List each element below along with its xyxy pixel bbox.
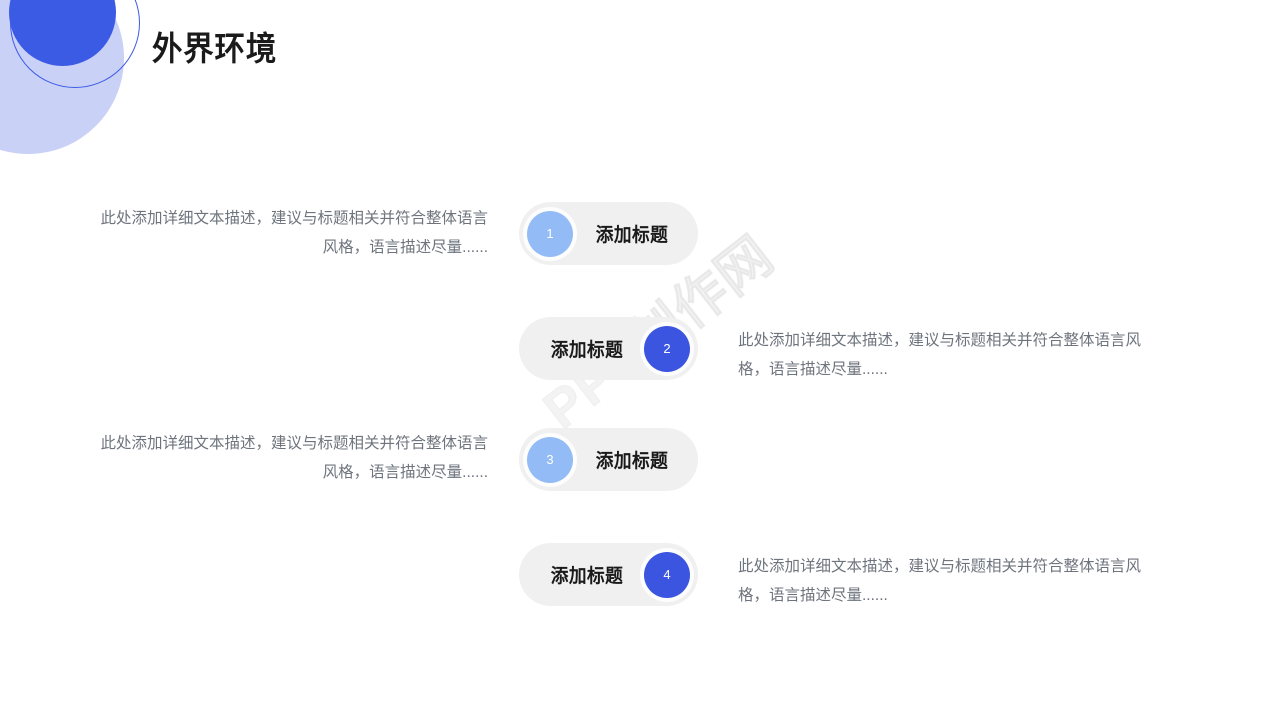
item-label-2: 添加标题	[550, 339, 624, 361]
item-badge-4: 4	[644, 551, 690, 598]
item-pill-3[interactable]: 3 添加标题	[519, 428, 698, 491]
item-badge-2: 2	[644, 325, 690, 372]
item-label-3: 添加标题	[595, 450, 669, 472]
item-description-4: 此处添加详细文本描述，建议与标题相关并符合整体语言风格，语言描述尽量......	[738, 558, 1142, 604]
item-label-4: 添加标题	[550, 565, 624, 587]
item-pill-2[interactable]: 添加标题 2	[519, 317, 698, 380]
item-badge-3: 3	[527, 436, 573, 483]
item-description-1: 此处添加详细文本描述，建议与标题相关并符合整体语言风格，语言描述尽量......	[100, 210, 488, 256]
item-badge-1: 1	[527, 210, 573, 257]
item-description-3: 此处添加详细文本描述，建议与标题相关并符合整体语言风格，语言描述尽量......	[100, 435, 488, 481]
item-pill-4[interactable]: 添加标题 4	[519, 543, 698, 606]
item-pill-1[interactable]: 1 添加标题	[519, 202, 698, 265]
item-description-2: 此处添加详细文本描述，建议与标题相关并符合整体语言风格，语言描述尽量......	[738, 332, 1142, 378]
page-title: 外界环境	[152, 29, 278, 68]
item-label-1: 添加标题	[595, 224, 669, 246]
